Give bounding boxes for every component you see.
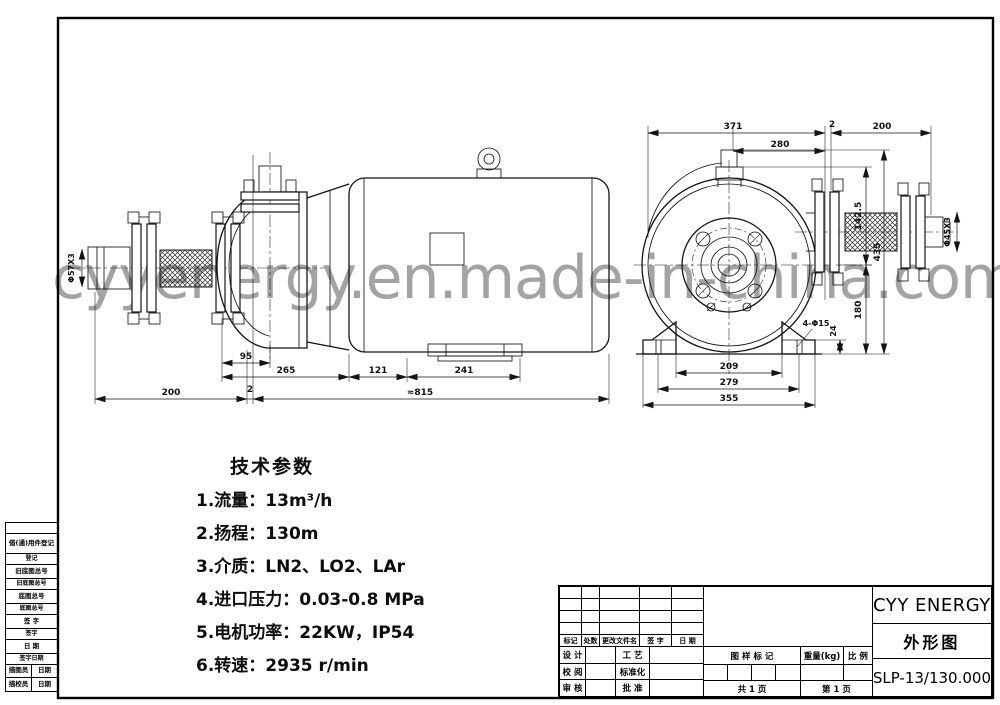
label-process: 工 艺 [616,647,650,663]
approval-section: 设 计 工 艺 校 阅 标准化 审 核 批 准 [560,647,703,697]
dim-bolt-holes: 4-Φ15 [803,319,830,328]
strip-row: 旧底图总号 [6,564,57,578]
technical-parameters: 技术参数 1.流量：13m³/h 2.扬程：130m 3.介质：LN2、LO2、… [196,452,425,683]
stamp-section: 图 样 标 记 重量(kg) 比 例 共 1 页 第 1 页 [704,587,873,696]
dim-121: 121 [369,366,388,376]
col-signature: 签 字 [640,635,672,646]
drawing-number: SLP-13/130.000 [872,668,991,687]
dim-95: 95 [240,352,253,362]
dim-241: 241 [455,366,474,376]
registration-strip: 借(通)用件登记 登记 旧底图总号 旧底图总号 底图总号 底图总号 签 字 签字… [5,522,58,692]
dim-815: ≈815 [407,388,433,398]
dim-2-front: 2 [829,120,835,130]
label-standardization: 标准化 [616,663,650,680]
label-weight: 重量(kg) [801,647,844,664]
strip-row: 底图总号 [6,603,57,614]
strip-cell: 日期 [31,678,57,691]
company-name: CYY ENERGY [872,587,991,624]
watermark-text: cyyenergy.en.made-in-china.com [52,243,1000,313]
strip-row: 日 期 [6,639,57,653]
dim-24: 24 [829,325,838,337]
dim-142: 142.5 [854,202,864,230]
strip-row: 签字 [6,628,57,639]
label-review: 审 核 [560,680,586,697]
dim-280: 280 [771,140,790,150]
col-count: 处数 [582,635,600,646]
dim-200-side: 200 [162,388,181,398]
strip-row: 签字日期 [6,653,57,664]
tech-param-motor-power: 5.电机功率：22KW，IP54 [196,623,415,643]
dim-2-side: 2 [247,385,253,395]
col-date: 日 期 [679,636,696,645]
tech-param-medium: 3.介质：LN2、LO2、LAr [196,557,406,577]
strip-cell: 描图员 [8,666,29,675]
tech-param-speed: 6.转速：2935 r/min [196,656,369,676]
title-block: 标记 处数 更改文件名 签 字 日 期 设 计 工 艺 校 阅 标准化 [558,585,993,698]
strip-row: 借(通)用件登记 [6,533,57,553]
label-check: 校 阅 [560,663,586,680]
drawing-title: 外形图 [872,624,991,659]
dim-355: 355 [720,394,739,404]
label-drawing-mark: 图 样 标 记 [704,647,801,664]
label-approve: 批 准 [616,680,650,697]
dim-371: 371 [724,122,743,132]
dim-279: 279 [720,378,739,388]
dim-200-front: 200 [873,122,892,132]
title-section: CYY ENERGY 外形图 SLP-13/130.000 [872,587,991,696]
change-record-header: 标记 处数 更改文件名 签 字 日 期 [560,635,703,647]
col-mark: 标记 [560,635,582,646]
dim-265: 265 [277,366,296,376]
dim-209: 209 [720,362,739,372]
tech-params-title: 技术参数 [230,456,315,478]
strip-row: 旧底图总号 [6,578,57,589]
strip-row: 签 字 [6,614,57,628]
label-page-number: 第 1 页 [821,684,851,695]
col-change-file: 更改文件名 [600,635,640,646]
strip-blank-row [6,523,57,533]
strip-cell: 描校员 [8,679,29,688]
tech-param-inlet-pressure: 4.进口压力：0.03-0.8 MPa [196,590,425,610]
strip-row: 描图员 日期 [6,664,57,677]
strip-cell: 日期 [31,665,57,677]
tech-param-flow: 1.流量：13m³/h [196,491,333,511]
label-design: 设 计 [560,647,586,663]
strip-row: 登记 [6,553,57,564]
strip-row: 描校员 日期 [6,677,57,691]
change-record-section: 标记 处数 更改文件名 签 字 日 期 设 计 工 艺 校 阅 标准化 [560,587,704,697]
label-total-pages: 共 1 页 [704,681,801,696]
tech-param-head: 2.扬程：130m [196,524,319,544]
strip-row: 底图总号 [6,589,57,603]
label-scale: 比 例 [847,651,868,662]
